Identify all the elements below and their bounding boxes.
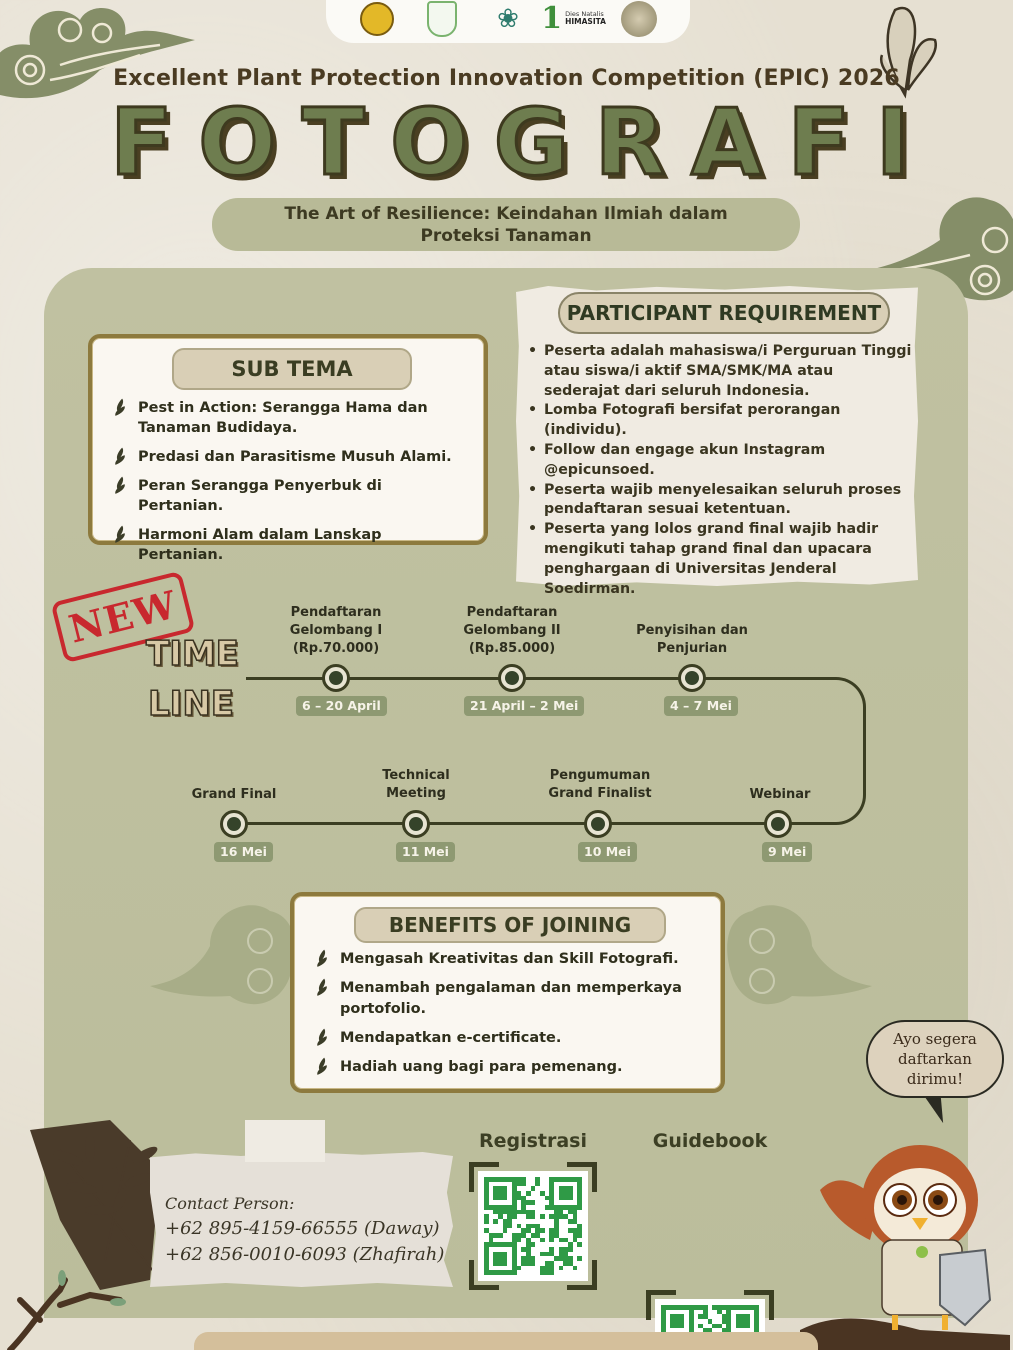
- leaf-branch-icon: [30, 1120, 161, 1290]
- benefits-list: Mengasah Kreativitas dan Skill Fotografi…: [314, 949, 709, 1086]
- timeline-event-label: Grand Final: [191, 787, 277, 802]
- leaf-bullet-icon: [314, 980, 330, 996]
- list-item: Menambah pengalaman dan memperkaya porto…: [314, 978, 709, 1020]
- faculty-logo: [421, 0, 463, 37]
- qr-pattern: [478, 1171, 588, 1281]
- page-title: F O T O G R A F I: [109, 89, 912, 196]
- leaf-bullet-icon: [112, 449, 128, 465]
- leaf-bullet-icon: [314, 951, 330, 967]
- timeline-track-bottom: [234, 822, 824, 825]
- timeline-track-curve: [820, 677, 866, 825]
- sub-tema-card: SUB TEMA Pest in Action: Serangga Hama d…: [88, 334, 488, 563]
- list-item: Pest in Action: Serangga Hama dan Tanama…: [112, 398, 468, 438]
- list-item: Mengasah Kreativitas dan Skill Fotografi…: [314, 949, 709, 970]
- owl-mascot-icon: [800, 1145, 1010, 1350]
- leaf-bullet-icon: [112, 478, 128, 494]
- contact-phone-2[interactable]: +62 856-0010-6093 (Zhafirah): [165, 1244, 445, 1265]
- timeline-title-2: LINE: [147, 683, 235, 725]
- benefits-heading: BENEFITS OF JOINING: [354, 907, 666, 943]
- tree-branch-icon: [7, 1270, 126, 1350]
- list-item: Peserta adalah mahasiswa/i Perguruan Tin…: [528, 342, 912, 401]
- list-item: Predasi dan Parasitisme Musuh Alami.: [112, 447, 468, 467]
- sub-tema-heading: SUB TEMA: [172, 348, 412, 390]
- timeline-node-icon: [322, 664, 350, 692]
- leaf-bullet-icon: [314, 1030, 330, 1046]
- list-item: Harmoni Alam dalam Lanskap Pertanian.: [112, 525, 468, 565]
- timeline-date-badge: 21 April – 2 Mei: [464, 696, 585, 716]
- timeline-date-badge: 10 Mei: [578, 842, 637, 862]
- list-item: Hadiah uang bagi para pemenang.: [314, 1057, 709, 1078]
- requirement-list: Peserta adalah mahasiswa/i Perguruan Tin…: [528, 342, 912, 599]
- list-item: Peserta yang lolos grand final wajib had…: [528, 520, 912, 599]
- timeline-node-icon: [678, 664, 706, 692]
- timeline-date-badge: 9 Mei: [762, 842, 813, 862]
- timeline-date-badge: 4 – 7 Mei: [664, 696, 738, 716]
- contact-phone-1[interactable]: +62 895-4159-66555 (Daway): [165, 1218, 440, 1239]
- leaf-bullet-icon: [112, 527, 128, 543]
- requirement-heading: PARTICIPANT REQUIREMENT: [558, 292, 890, 334]
- contact-paper: [150, 1152, 453, 1287]
- leaf-bullet-icon: [112, 400, 128, 416]
- leaf-emblem-logo: [618, 0, 660, 37]
- timeline-title-1: TIME: [145, 633, 239, 675]
- timeline-event-label: Webinar: [749, 787, 811, 802]
- tape-decoration: [245, 1120, 325, 1162]
- list-item: Peserta wajib menyelesaikan seluruh pros…: [528, 481, 912, 521]
- leaf-bullet-icon: [314, 1059, 330, 1075]
- registration-qr-code[interactable]: [469, 1162, 597, 1290]
- timeline-node-icon: [220, 810, 248, 838]
- unsoed-logo: [356, 1, 398, 37]
- butterfly-icon: [879, 6, 938, 99]
- footer-banner: [194, 1332, 818, 1350]
- list-item: Follow dan engage akun Instagram @epicun…: [528, 441, 912, 481]
- timeline-node-icon: [402, 810, 430, 838]
- list-item: Lomba Fotografi bersifat perorangan (ind…: [528, 401, 912, 441]
- timeline-date-badge: 6 – 20 April: [296, 696, 387, 716]
- cloud-ornament-left-icon: [150, 905, 295, 1005]
- contact-label: Contact Person:: [165, 1194, 295, 1213]
- qr-title-guidebook: Guidebook: [652, 1130, 768, 1152]
- contact-person: Contact Person: +62 895-4159-66555 (Dawa…: [165, 1192, 444, 1268]
- timeline-node-icon: [764, 810, 792, 838]
- cloud-ornament-right-icon: [727, 905, 872, 1005]
- lotus-logo: ❀: [497, 3, 519, 34]
- theme-tagline: The Art of Resilience: Keindahan Ilmiah …: [212, 198, 800, 251]
- timeline-date-badge: 11 Mei: [396, 842, 455, 862]
- qr-title-registrasi: Registrasi: [478, 1130, 588, 1152]
- benefits-card: BENEFITS OF JOINING Mengasah Kreativitas…: [290, 892, 725, 1093]
- event-subtitle: Excellent Plant Protection Innovation Co…: [113, 66, 900, 91]
- list-item: Mendapatkan e-certificate.: [314, 1028, 709, 1049]
- timeline-track-top: [246, 677, 826, 680]
- sub-tema-list: Pest in Action: Serangga Hama dan Tanama…: [112, 398, 468, 574]
- list-item: Peran Serangga Penyerbuk di Pertanian.: [112, 476, 468, 516]
- timeline-node-icon: [584, 810, 612, 838]
- mascot-speech-bubble: Ayo segera daftarkan dirimu!: [866, 1020, 1004, 1098]
- timeline-node-icon: [498, 664, 526, 692]
- cloud-ornament-top-left-icon: [0, 8, 195, 99]
- timeline-date-badge: 16 Mei: [214, 842, 273, 862]
